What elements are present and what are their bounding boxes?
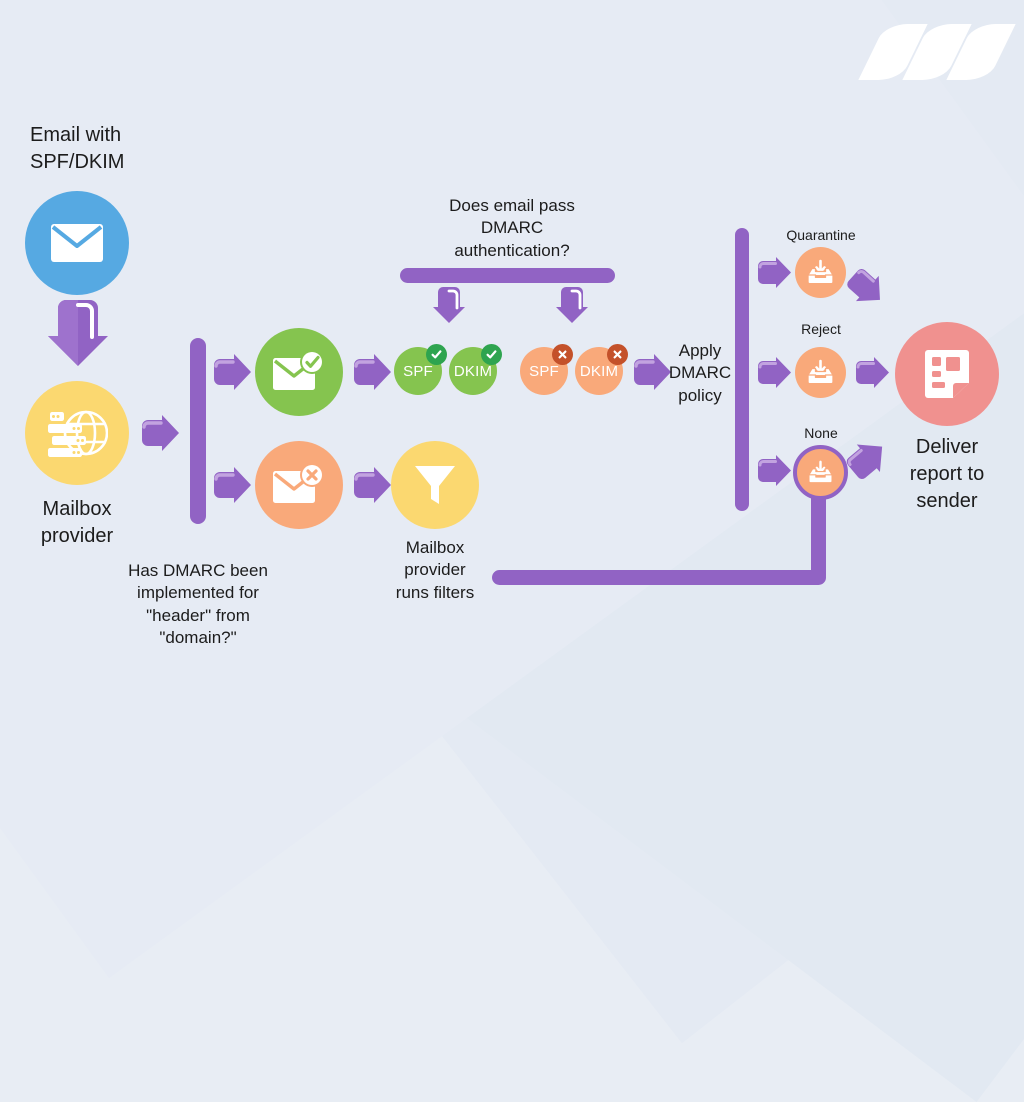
diagram-canvas: Email with SPF/DKIM	[25, 24, 1016, 648]
policy-node-quarantine	[795, 247, 846, 298]
auth-chip-spf-fail: SPF	[520, 344, 573, 395]
arrow-decision-to-fail	[210, 465, 254, 505]
incoming-email-node	[25, 191, 129, 295]
x-icon	[552, 344, 573, 365]
policy-label-quarantine: Quarantine	[786, 227, 856, 243]
auth-chip-label: SPF	[403, 362, 433, 380]
arrow-provider-to-decision	[138, 413, 182, 453]
arrow-results-to-policy	[630, 352, 674, 392]
envelope-check-icon	[271, 350, 327, 394]
report-document-icon	[923, 348, 971, 400]
dmarc-check-label: Has DMARC been implemented for "header" …	[128, 561, 268, 648]
arrow-reject-to-report	[853, 355, 891, 390]
deliver-report-label: Deliver report to sender	[909, 436, 985, 512]
x-icon	[607, 344, 628, 365]
arrow-policy-to-quarantine	[755, 255, 793, 290]
arrow-quarantine-to-report	[843, 267, 889, 313]
feedback-line-horizontal	[492, 570, 826, 585]
auth-chip-label: SPF	[529, 362, 559, 380]
filters-label: Mailbox provider runs filters	[395, 538, 475, 602]
brand-logo	[858, 24, 1016, 80]
mailbox-provider-node	[25, 381, 129, 485]
arrow-decision-to-pass	[210, 352, 254, 392]
arrow-policy-to-none	[755, 453, 793, 488]
server-globe-icon	[46, 406, 108, 460]
policy-label-none: None	[804, 425, 838, 441]
policy-node-none	[793, 445, 848, 500]
inbox-download-icon	[807, 460, 834, 485]
incoming-email-label: Email with SPF/DKIM	[30, 124, 125, 173]
funnel-icon	[412, 462, 458, 508]
check-icon	[481, 344, 502, 365]
email-pass-node	[255, 328, 343, 416]
decision-bar-dmarc-implemented	[190, 338, 206, 524]
apply-policy-label: Apply DMARC policy	[668, 341, 732, 405]
inbox-download-icon	[806, 259, 835, 286]
arrow-none-to-report	[845, 435, 893, 483]
auth-chip-spf-pass: SPF	[394, 344, 447, 395]
policy-node-reject	[795, 347, 846, 398]
deliver-report-node	[895, 322, 999, 426]
filters-node	[391, 441, 479, 529]
arrow-bracket-to-pass-results	[432, 285, 466, 325]
envelope-icon	[50, 223, 104, 263]
arrow-pass-to-results	[350, 352, 394, 392]
arrow-bracket-to-fail-results	[555, 285, 589, 325]
auth-chip-dkim-pass: DKIM	[449, 344, 502, 395]
envelope-x-icon	[271, 463, 327, 507]
auth-chip-label: DKIM	[453, 362, 493, 380]
auth-chip-label: DKIM	[579, 362, 619, 380]
email-fail-node	[255, 441, 343, 529]
auth-bracket-bar	[400, 268, 615, 283]
policy-bar	[735, 228, 749, 511]
arrow-policy-to-reject	[755, 355, 793, 390]
mailbox-provider-label: Mailbox provider	[40, 498, 114, 547]
check-icon	[426, 344, 447, 365]
arrow-fail-to-filters	[350, 465, 394, 505]
auth-chip-dkim-fail: DKIM	[575, 344, 628, 395]
auth-question-label: Does email pass DMARC authentication?	[449, 196, 575, 260]
arrow-email-to-provider	[46, 296, 110, 368]
policy-label-reject: Reject	[801, 321, 841, 337]
inbox-download-icon	[806, 359, 835, 386]
